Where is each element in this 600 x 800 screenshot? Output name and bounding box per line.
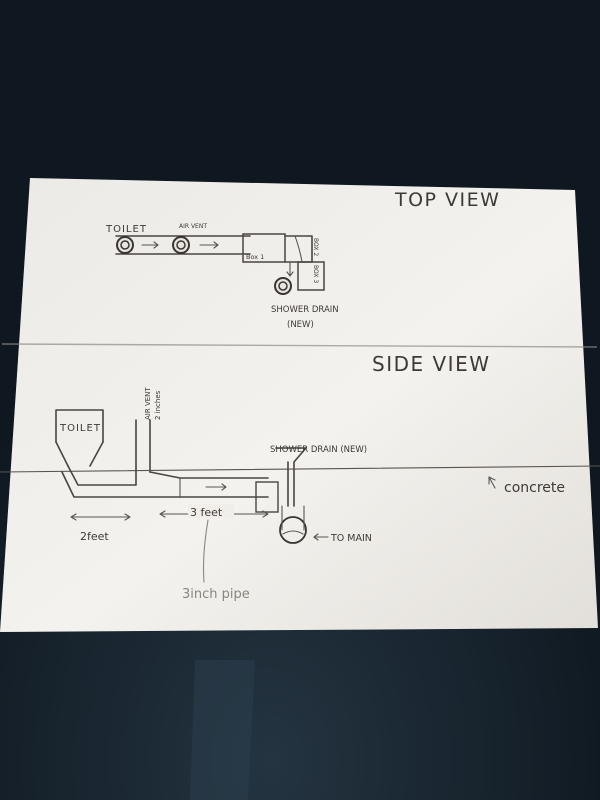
top-toilet-circle: [116, 236, 134, 254]
side-air-vent-size: 2 inches: [154, 390, 162, 420]
top-air-vent-circle: [172, 236, 190, 254]
table-reflection: [190, 660, 255, 800]
top-box-1-label: Box 1: [246, 253, 264, 261]
dim-2feet-label: 2feet: [80, 530, 109, 543]
side-main-outlet-detail: [282, 530, 304, 535]
concrete-arrow: [488, 476, 496, 489]
side-toilet-funnel: [55, 441, 104, 467]
top-box-1: [242, 233, 286, 263]
side-shower-drain-label: SHOWER DRAIN (NEW): [270, 445, 367, 455]
top-view: TOP VIEW TOILET AIR VENT Box 1 BOX 2 BOX…: [105, 189, 500, 330]
side-air-vent-pipe: [135, 419, 151, 473]
pipe-note-pointer: [202, 519, 209, 583]
to-main-arrow: [313, 533, 329, 541]
side-main-outlet: [279, 516, 307, 544]
concrete-label: concrete: [504, 480, 565, 496]
paper-sheet: [0, 178, 598, 632]
top-shower-drain-circle: [274, 277, 292, 295]
top-flow-arrow-down: [286, 261, 294, 277]
dim-3feet-label: 3 feet: [190, 506, 223, 519]
top-box-2-label: BOX 2: [312, 238, 319, 256]
top-new-label: (NEW): [287, 320, 314, 330]
side-pipe-left-upper: [67, 465, 137, 486]
side-view-title: SIDE VIEW: [372, 352, 490, 376]
side-drain-box: [255, 481, 279, 513]
top-box-2-curve: [294, 235, 303, 263]
top-box-3: [297, 261, 325, 291]
side-toilet-outline: [55, 409, 104, 443]
top-shower-drain-label: SHOWER DRAIN: [271, 305, 339, 315]
pipe-note-label: 3inch pipe: [182, 587, 250, 602]
top-flow-arrow-1: [141, 241, 159, 249]
top-box-3-label: BOX 3: [312, 265, 319, 283]
dim-2feet-arrow: [70, 513, 131, 521]
to-main-label: TO MAIN: [330, 533, 372, 544]
side-pipe-left-lower: [61, 471, 181, 498]
side-shower-drain-pipe: [275, 447, 307, 507]
side-outlet-connector: [281, 505, 305, 531]
side-flow-arrow: [205, 483, 227, 491]
side-toilet-label: TOILET: [59, 423, 101, 434]
top-air-vent-label: AIR VENT: [179, 223, 207, 230]
concrete-line: [0, 465, 600, 473]
top-toilet-label: TOILET: [105, 224, 147, 235]
paper-fold-line: [1, 343, 598, 348]
top-view-title: TOP VIEW: [394, 189, 500, 211]
top-flow-arrow-2: [199, 241, 219, 249]
side-air-vent-label: AIR VENT: [144, 387, 152, 420]
side-view: SIDE VIEW TOILET AIR VENT 2 inches SHOWE…: [0, 352, 600, 602]
dim-3feet-label-bg: [188, 504, 234, 518]
